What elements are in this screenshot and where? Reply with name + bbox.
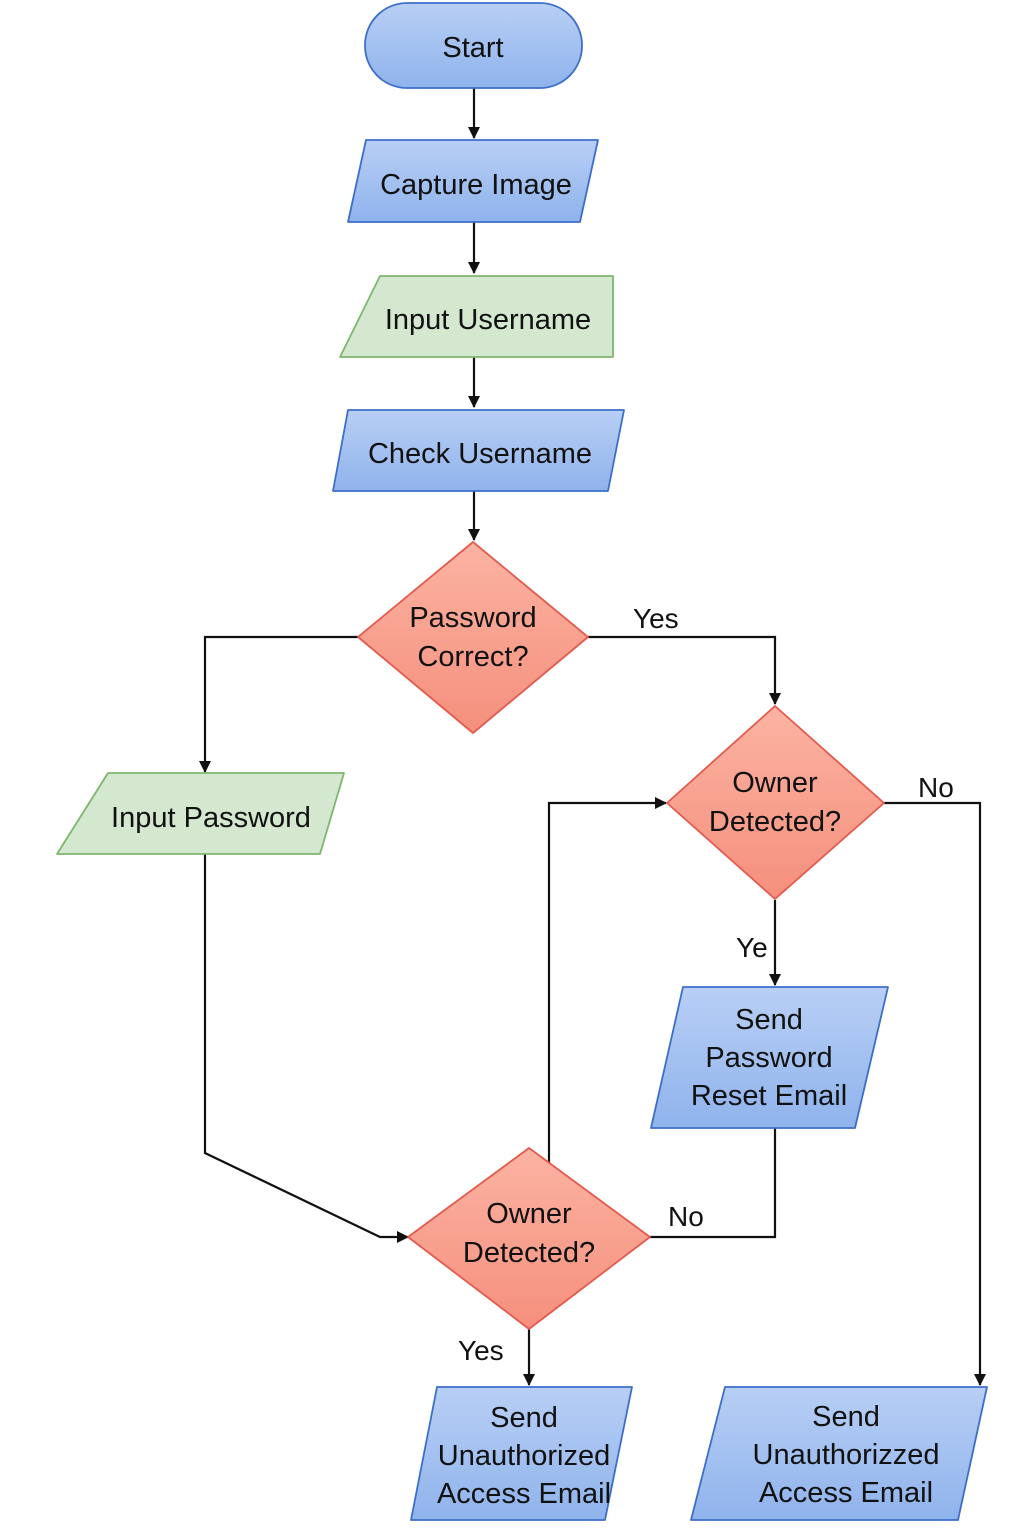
edge-labels: Yes No Ye No Yes [458,603,954,1366]
send-unauthorized-left-node: Send Unauthorized Access Email [410,1386,633,1521]
owner-detected-bottom-line-2: Detected? [463,1237,595,1269]
send-password-reset-node: Send Password Reset Email [650,986,889,1129]
input-username-label: Input Username [385,304,591,336]
edge-input-password-to-owner-bottom [203,854,409,1243]
owner-detected-bottom-decision: Owner Detected? [407,1147,651,1330]
edge-password-no-to-input-password [199,635,358,773]
edge-owner-top-no-to-send-right [884,801,986,1386]
send-password-reset-line-2: Password [705,1042,832,1074]
input-password-node: Input Password [56,772,345,855]
edge-reset-to-owner-bottom [650,1128,777,1239]
input-password-label: Input Password [111,802,311,834]
edge-label-owner-bottom-yes: Yes [458,1335,504,1366]
edge-label-password-yes: Yes [633,603,679,634]
owner-detected-top-line-2: Detected? [709,806,841,838]
check-username-node: Check Username [332,409,625,492]
password-correct-line-2: Correct? [417,641,528,673]
send-password-reset-line-3: Reset Email [691,1080,847,1112]
edge-owner-bottom-loop-to-owner-top [547,797,667,1163]
input-username-node: Input Username [339,275,614,358]
edge-password-yes-to-owner-top [588,635,781,705]
edge-label-owner-top-yes: Ye [736,932,768,963]
send-unauthorized-right-line-1: Send [812,1401,880,1433]
owner-detected-top-line-1: Owner [732,767,818,799]
password-correct-decision: Password Correct? [357,541,589,734]
edge-label-owner-bottom-no: No [668,1201,704,1232]
start-node: Start [364,2,583,89]
capture-image-node: Capture Image [347,139,599,223]
check-username-label: Check Username [368,438,592,470]
send-unauthorized-left-line-2: Unauthorized [438,1440,611,1472]
send-password-reset-line-1: Send [735,1004,803,1036]
password-correct-line-1: Password [409,602,536,634]
owner-detected-top-decision: Owner Detected? [666,705,885,900]
capture-image-label: Capture Image [380,169,572,201]
send-unauthorized-left-line-3: Access Email [437,1478,611,1510]
send-unauthorized-right-node: Send Unauthorizzed Access Email [690,1386,988,1521]
edges [199,88,986,1386]
start-label: Start [442,32,503,64]
send-unauthorized-right-line-3: Access Email [759,1477,933,1509]
owner-detected-bottom-line-1: Owner [486,1198,572,1230]
send-unauthorized-right-line-2: Unauthorizzed [753,1439,940,1471]
edge-label-owner-top-no: No [918,772,954,803]
send-unauthorized-left-line-1: Send [490,1402,558,1434]
